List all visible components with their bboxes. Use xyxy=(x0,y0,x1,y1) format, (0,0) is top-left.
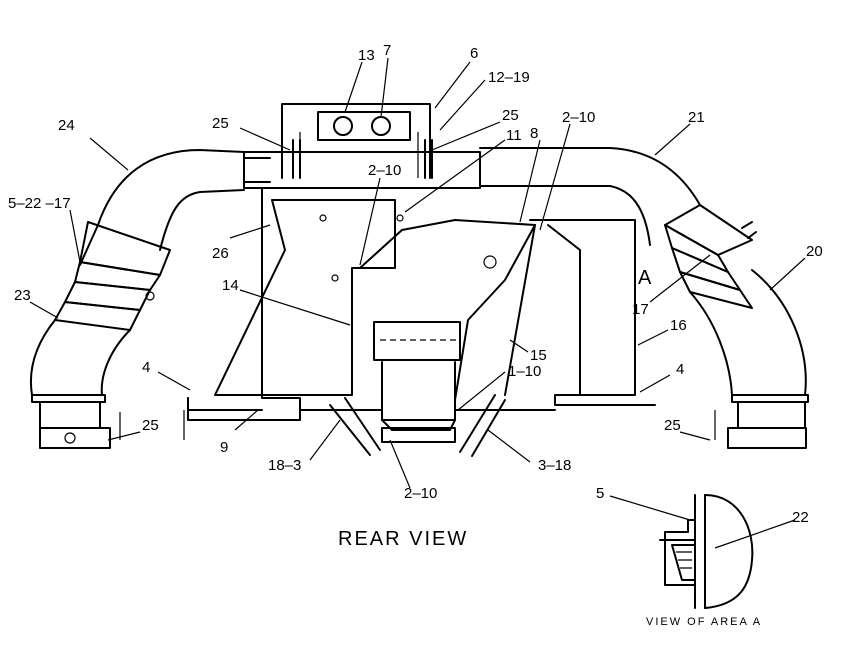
callout-6: 6 xyxy=(470,45,478,62)
callout-1-10: 1–10 xyxy=(508,363,541,380)
left-elbow-tube xyxy=(54,149,245,331)
callout-11: 11 xyxy=(506,127,522,144)
area-marker-a: A xyxy=(638,267,653,289)
callouts: 13 7 6 12–19 25 25 2–10 24 21 11 8 2–10 … xyxy=(8,42,823,628)
callout-2-10-top: 2–10 xyxy=(562,109,595,126)
callout-3-18: 3–18 xyxy=(538,457,571,474)
leader-lines xyxy=(29,57,806,549)
callout-25-top-right: 25 xyxy=(502,107,519,124)
callout-16: 16 xyxy=(670,317,687,334)
callout-26: 26 xyxy=(212,245,229,262)
callout-7: 7 xyxy=(383,42,391,59)
callout-18-3: 18–3 xyxy=(268,457,301,474)
callout-24: 24 xyxy=(58,117,75,134)
callout-15: 15 xyxy=(530,347,547,364)
callout-13: 13 xyxy=(358,47,375,64)
right-lower-hose xyxy=(689,269,809,449)
right-elbow-tube xyxy=(479,147,757,309)
left-lower-hose xyxy=(29,319,131,449)
callout-4-left: 4 xyxy=(142,359,150,376)
callout-25-bottom-left: 25 xyxy=(142,417,159,434)
callout-20: 20 xyxy=(806,243,823,260)
callout-17: 17 xyxy=(632,301,649,318)
callout-14: 14 xyxy=(222,277,239,294)
callout-25-bottom-right: 25 xyxy=(664,417,681,434)
callout-12-19: 12–19 xyxy=(488,69,530,86)
callout-2-10-mid: 2–10 xyxy=(368,162,401,179)
callout-5-22-17: 5–22 –17 xyxy=(8,195,71,212)
callout-21: 21 xyxy=(688,109,705,126)
callout-22: 22 xyxy=(792,509,809,526)
callout-8: 8 xyxy=(530,125,538,142)
manifold-body xyxy=(187,103,656,457)
callout-9: 9 xyxy=(220,439,228,456)
callout-23: 23 xyxy=(14,287,31,304)
callout-4-right: 4 xyxy=(676,361,684,378)
detail-caption: VIEW OF AREA A xyxy=(646,616,762,628)
detail-view-area-a xyxy=(659,494,754,609)
drawing-title: REAR VIEW xyxy=(338,528,468,550)
callout-25-top-left: 25 xyxy=(212,115,229,132)
callout-5: 5 xyxy=(596,485,604,502)
callout-2-10-bottom: 2–10 xyxy=(404,485,437,502)
